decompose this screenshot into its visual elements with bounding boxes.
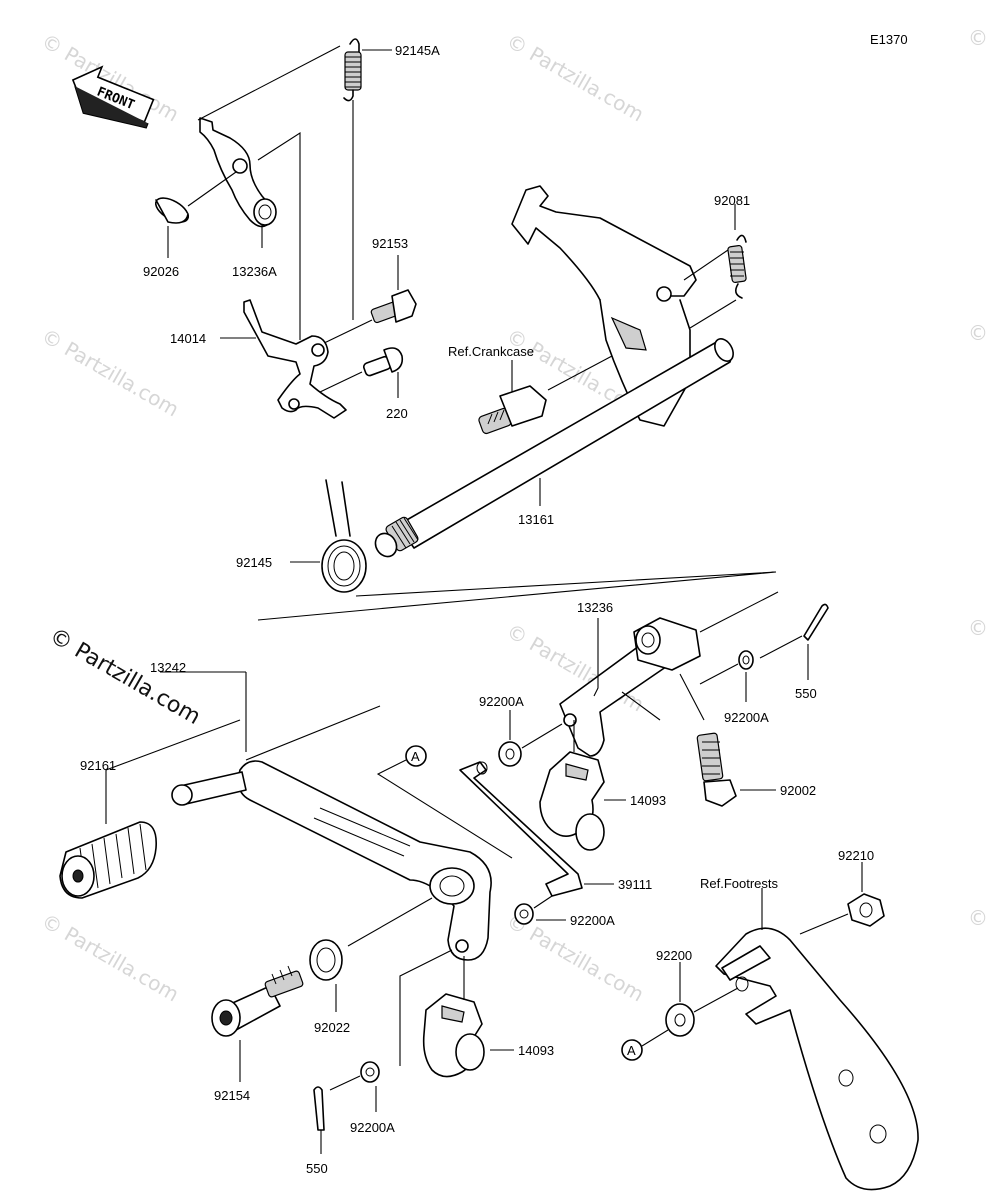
bolt-220: [362, 347, 404, 377]
label-92200: 92200: [656, 948, 692, 963]
label-92200a: 92200A: [724, 710, 769, 725]
guide-line: [319, 371, 363, 393]
label-92026: 92026: [143, 264, 179, 279]
label-92200a: 92200A: [570, 913, 615, 928]
label-ref-footrests: Ref.Footrests: [700, 876, 779, 891]
label-92210: 92210: [838, 848, 874, 863]
watermark-edge: ©: [968, 616, 988, 640]
guide-line: [376, 759, 513, 859]
guide-line: [683, 249, 729, 281]
label-13236: 13236: [577, 600, 613, 615]
leader-92161: [105, 719, 241, 824]
guide-line: [521, 723, 563, 749]
guide-line: [759, 635, 803, 659]
bolt-92002: [679, 673, 737, 807]
washer-92200a: [360, 1061, 380, 1083]
shaft-13161: [374, 338, 734, 558]
guide-line: [317, 319, 373, 347]
label-13161: 13161: [518, 512, 554, 527]
front-arrow-icon: FRONT: [71, 65, 155, 129]
washer-92022: [309, 939, 343, 981]
leader-13242: [160, 671, 247, 752]
washer-92200a: [738, 650, 754, 670]
label-39111: 39111: [618, 877, 652, 892]
callout-a-circle: [621, 1039, 643, 1061]
guide-line: [245, 705, 381, 761]
label-550: 550: [795, 686, 817, 701]
bolt-92154: [211, 965, 304, 1037]
label-92022: 92022: [314, 1020, 350, 1035]
guide-line: [641, 1029, 669, 1047]
guide-line: [699, 663, 739, 685]
rod-39111: [459, 761, 583, 897]
guide-triangle: [257, 571, 777, 621]
guide-line: [799, 913, 849, 935]
rubber-92161: [59, 821, 157, 899]
guide-line: [347, 897, 433, 947]
label-ref-crankcase: Ref.Crankcase: [448, 344, 534, 359]
watermark-edge: ©: [968, 906, 988, 930]
watermark: © Partzilla.com: [503, 29, 649, 127]
spring-92145: [321, 479, 367, 593]
shift-lever-13236: [559, 617, 701, 757]
label-92002: 92002: [780, 783, 816, 798]
diagram-code: E1370: [870, 32, 908, 47]
label-14093: 14093: [630, 793, 666, 808]
washer-92200a: [498, 741, 522, 767]
watermark: © Partzilla.com: [38, 324, 184, 422]
plate-14014: [243, 299, 347, 419]
guide-line: [621, 691, 661, 721]
label-92153: 92153: [372, 236, 408, 251]
watermark-main: © Partzilla.com: [45, 624, 205, 731]
cotter-pin-550: [803, 603, 829, 641]
joint-14093: [539, 751, 605, 851]
shift-pedal-13242: [171, 760, 492, 961]
callout-a-top: A: [411, 749, 420, 764]
callout-a-circle: [405, 745, 427, 767]
guide-line: [329, 1075, 361, 1091]
label-92154: 92154: [214, 1088, 250, 1103]
label-13242: 13242: [150, 660, 186, 675]
washer-92200: [665, 1003, 695, 1037]
guide-line: [257, 131, 301, 340]
label-92081: 92081: [714, 193, 750, 208]
label-14014: 14014: [170, 331, 206, 346]
joint-14093: [422, 993, 485, 1078]
guide-line: [547, 355, 613, 391]
guide-line: [699, 591, 779, 633]
guide-line: [533, 895, 553, 909]
washer-92026: [154, 197, 190, 224]
watermark-edge: ©: [968, 321, 988, 345]
guide-line: [187, 171, 237, 207]
watermark-edge: ©: [968, 26, 988, 50]
washer-92200a: [514, 903, 534, 925]
spring-92081: [727, 234, 747, 299]
label-92200a: 92200A: [479, 694, 524, 709]
guide-line: [689, 299, 737, 329]
label-92200a: 92200A: [350, 1120, 395, 1135]
shift-arm-13236a: [199, 117, 277, 228]
bolt-92153: [370, 289, 417, 324]
nut-92210: [847, 893, 885, 927]
label-13236a: 13236A: [232, 264, 277, 279]
guide-line: [197, 45, 341, 121]
label-14093: 14093: [518, 1043, 554, 1058]
leader-13236: [593, 618, 599, 697]
guide-line: [693, 987, 739, 1013]
label-92145a: 92145A: [395, 43, 440, 58]
spring-92145a: [343, 38, 362, 102]
crankcase-pin: [478, 385, 547, 435]
label-220: 220: [386, 406, 408, 421]
footrest-bracket: [715, 927, 919, 1191]
label-550: 550: [306, 1161, 328, 1176]
guide-line: [399, 949, 453, 1066]
label-92145: 92145: [236, 555, 272, 570]
callout-a-bottom: A: [627, 1043, 636, 1058]
label-92161: 92161: [80, 758, 116, 773]
watermark: © Partzilla.com: [38, 909, 184, 1007]
cotter-pin-550: [313, 1086, 325, 1131]
